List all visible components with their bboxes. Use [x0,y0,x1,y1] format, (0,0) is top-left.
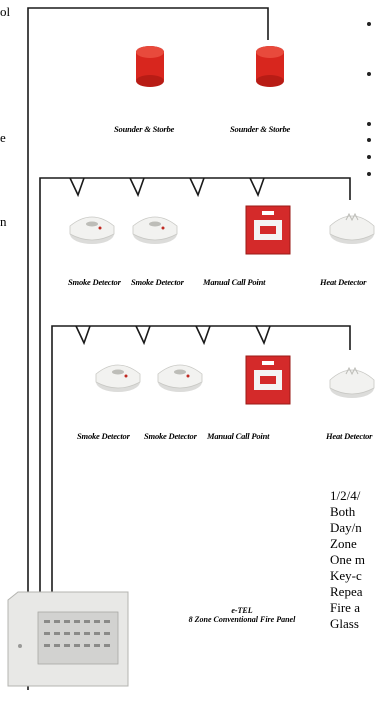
heat-detector-device [329,366,375,398]
device-label: Sounder & Storbe [230,124,291,134]
sounder-device [256,46,284,87]
device-label: Manual Call Point [203,277,266,287]
panel-brand: e-TEL [231,606,253,615]
bullet-icon [367,22,371,26]
feature-item: Fire a [330,600,360,615]
feature-item: Zone [330,536,357,551]
feature-item: One m [330,552,366,567]
feature-item: Repea [330,584,363,599]
left-text-fragment: n [0,214,7,229]
feature-item: Glass [330,616,359,631]
device-label: Smoke Detector [144,431,197,441]
feature-item: 1/2/4/ [330,488,361,503]
bullet-icon [367,138,371,142]
device-label: Heat Detector [320,277,367,287]
smoke-detector-device [69,216,115,244]
sounder-device [136,46,164,87]
left-text-fragment: ol [0,4,11,19]
device-label: Manual Call Point [207,431,270,441]
device-label: Smoke Detector [131,277,184,287]
feature-item: Key-c [330,568,362,583]
zone1-wire [39,177,351,680]
bullet-icon [367,172,371,176]
device-label: Smoke Detector [68,277,121,287]
bullet-icon [367,155,371,159]
manual-call-point-device [245,355,291,405]
device-label: Sounder & Storbe [114,124,175,134]
bullet-icon [367,122,371,126]
left-text-fragment: e [0,130,6,145]
smoke-detector-device [157,364,203,392]
heat-detector-device [329,212,375,244]
device-label: Smoke Detector [77,431,130,441]
panel-caption: e-TEL 8 Zone Conventional Fire Panel [172,606,312,624]
wiring [27,7,351,690]
manual-call-point-device [245,205,291,255]
feature-list: 1/2/4/ Both Day/n Zone One m Key-c Repea… [330,488,365,632]
feature-item: Day/n [330,520,362,535]
device-label: Heat Detector [326,431,373,441]
fire-panel-device [7,591,129,687]
panel-model: 8 Zone Conventional Fire Panel [188,615,296,624]
feature-item: Both [330,504,356,519]
bullet-icon [367,72,371,76]
smoke-detector-device [95,364,141,392]
smoke-detector-device [132,216,178,244]
sounder-circuit-wire [27,7,269,680]
